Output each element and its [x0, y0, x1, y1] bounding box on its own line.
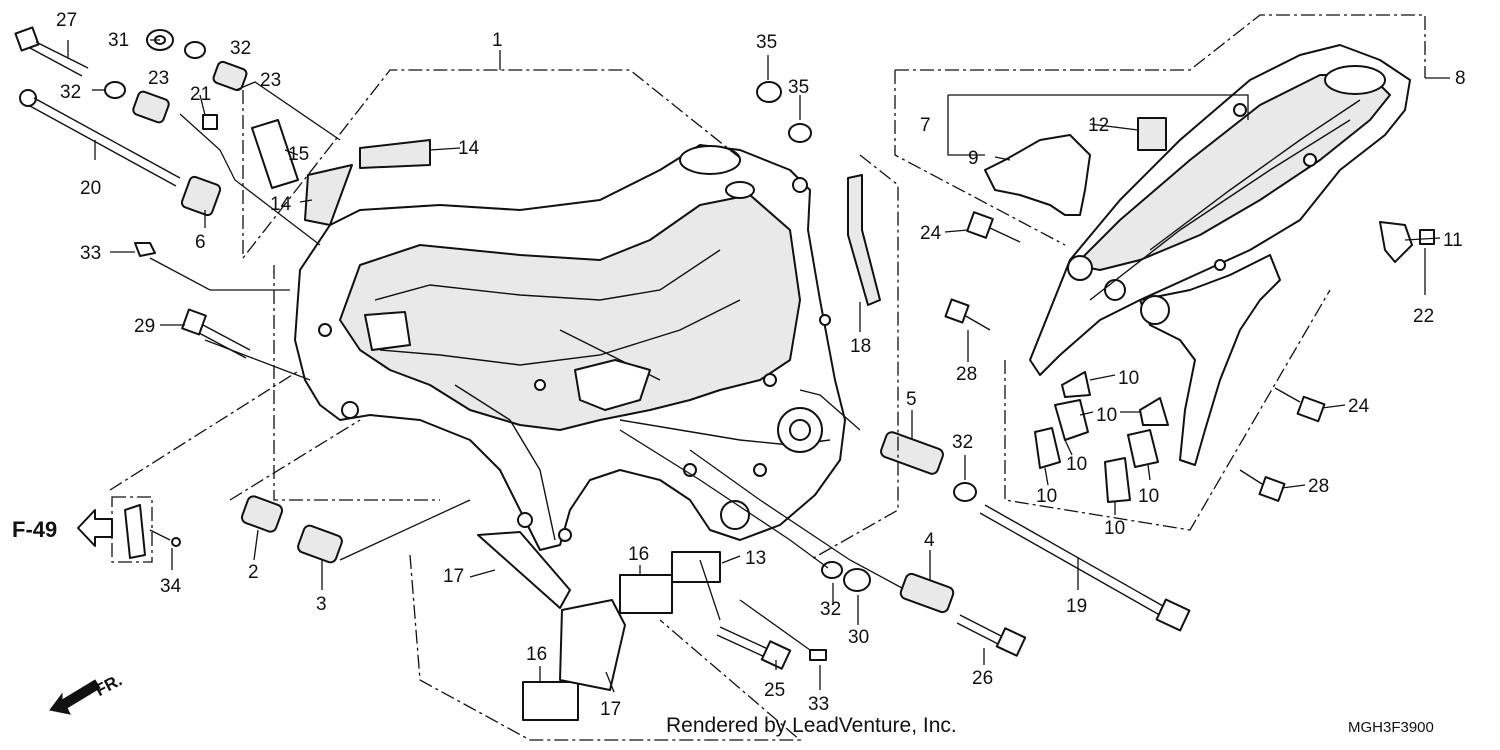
callout-26: 26	[972, 668, 993, 689]
callout-29: 29	[134, 316, 155, 337]
callout-30: 30	[848, 627, 869, 648]
callout-25: 25	[764, 680, 785, 701]
f49-label: F-49	[12, 517, 57, 542]
credit-text: Rendered by LeadVenture, Inc.	[666, 714, 957, 737]
rear-subframe-drawing	[1029, 44, 1411, 466]
callout-19: 19	[1066, 596, 1087, 617]
f49-arrow-icon	[77, 509, 113, 547]
callout-8-label: 8	[1455, 68, 1466, 89]
callout-16b: 16	[526, 644, 547, 665]
callout-9: 9	[968, 148, 979, 169]
callout-11: 11	[1443, 230, 1463, 251]
callout-10f: 10	[1104, 518, 1125, 539]
callout-17b: 17	[600, 699, 621, 720]
callout-32d: 32	[820, 599, 841, 620]
callout-35b: 35	[788, 77, 809, 98]
callout-3: 3	[316, 594, 327, 615]
callout-23b: 23	[260, 70, 281, 91]
front-label: FR.	[92, 670, 125, 700]
callout-20: 20	[80, 178, 101, 199]
callout-2: 2	[248, 562, 259, 583]
callout-23a: 23	[148, 68, 169, 89]
callout-32c: 32	[952, 432, 973, 453]
callout-28a: 28	[956, 364, 977, 385]
callout-7: 7	[920, 115, 931, 136]
front-arrow-icon	[49, 679, 101, 715]
callout-5: 5	[906, 389, 917, 410]
leader-lines	[67, 14, 1450, 741]
callout-numbers: 1 2 3 4 5 6 7 7 8 9 10 10 10 10 10 10 11…	[56, 10, 1466, 720]
callout-1: 1	[492, 30, 503, 51]
callout-14a: 14	[458, 138, 480, 159]
callout-34: 34	[160, 576, 182, 597]
callout-10c: 10	[1066, 454, 1087, 475]
callout-6: 6	[195, 232, 206, 253]
hardware-drawings	[14, 26, 1435, 721]
callout-4: 4	[924, 530, 935, 551]
main-frame-drawing	[294, 144, 846, 551]
callout-24b: 24	[1348, 396, 1370, 417]
callout-15: 15	[288, 144, 309, 165]
callout-17a: 17	[443, 566, 464, 587]
callout-10e: 10	[1138, 486, 1159, 507]
callout-32b: 32	[60, 82, 81, 103]
callout-10b: 10	[1096, 405, 1117, 426]
callout-16a: 16	[628, 544, 649, 565]
callout-12: 12	[1088, 115, 1109, 136]
callout-33b: 33	[808, 694, 829, 715]
callout-22: 22	[1413, 306, 1434, 327]
callout-21: 21	[190, 84, 211, 105]
callout-28b: 28	[1308, 476, 1329, 497]
callout-33a: 33	[80, 243, 101, 264]
diagram-code: MGH3F3900	[1348, 719, 1434, 736]
callout-31: 31	[108, 30, 129, 51]
callout-35a: 35	[756, 32, 777, 53]
callout-10a: 10	[1118, 368, 1139, 389]
callout-18: 18	[850, 336, 871, 357]
callout-10d: 10	[1036, 486, 1057, 507]
callout-13: 13	[745, 548, 766, 569]
callout-14b: 14	[270, 194, 292, 215]
callout-27: 27	[56, 10, 77, 31]
callout-32a: 32	[230, 38, 251, 59]
callout-24a: 24	[920, 223, 942, 244]
